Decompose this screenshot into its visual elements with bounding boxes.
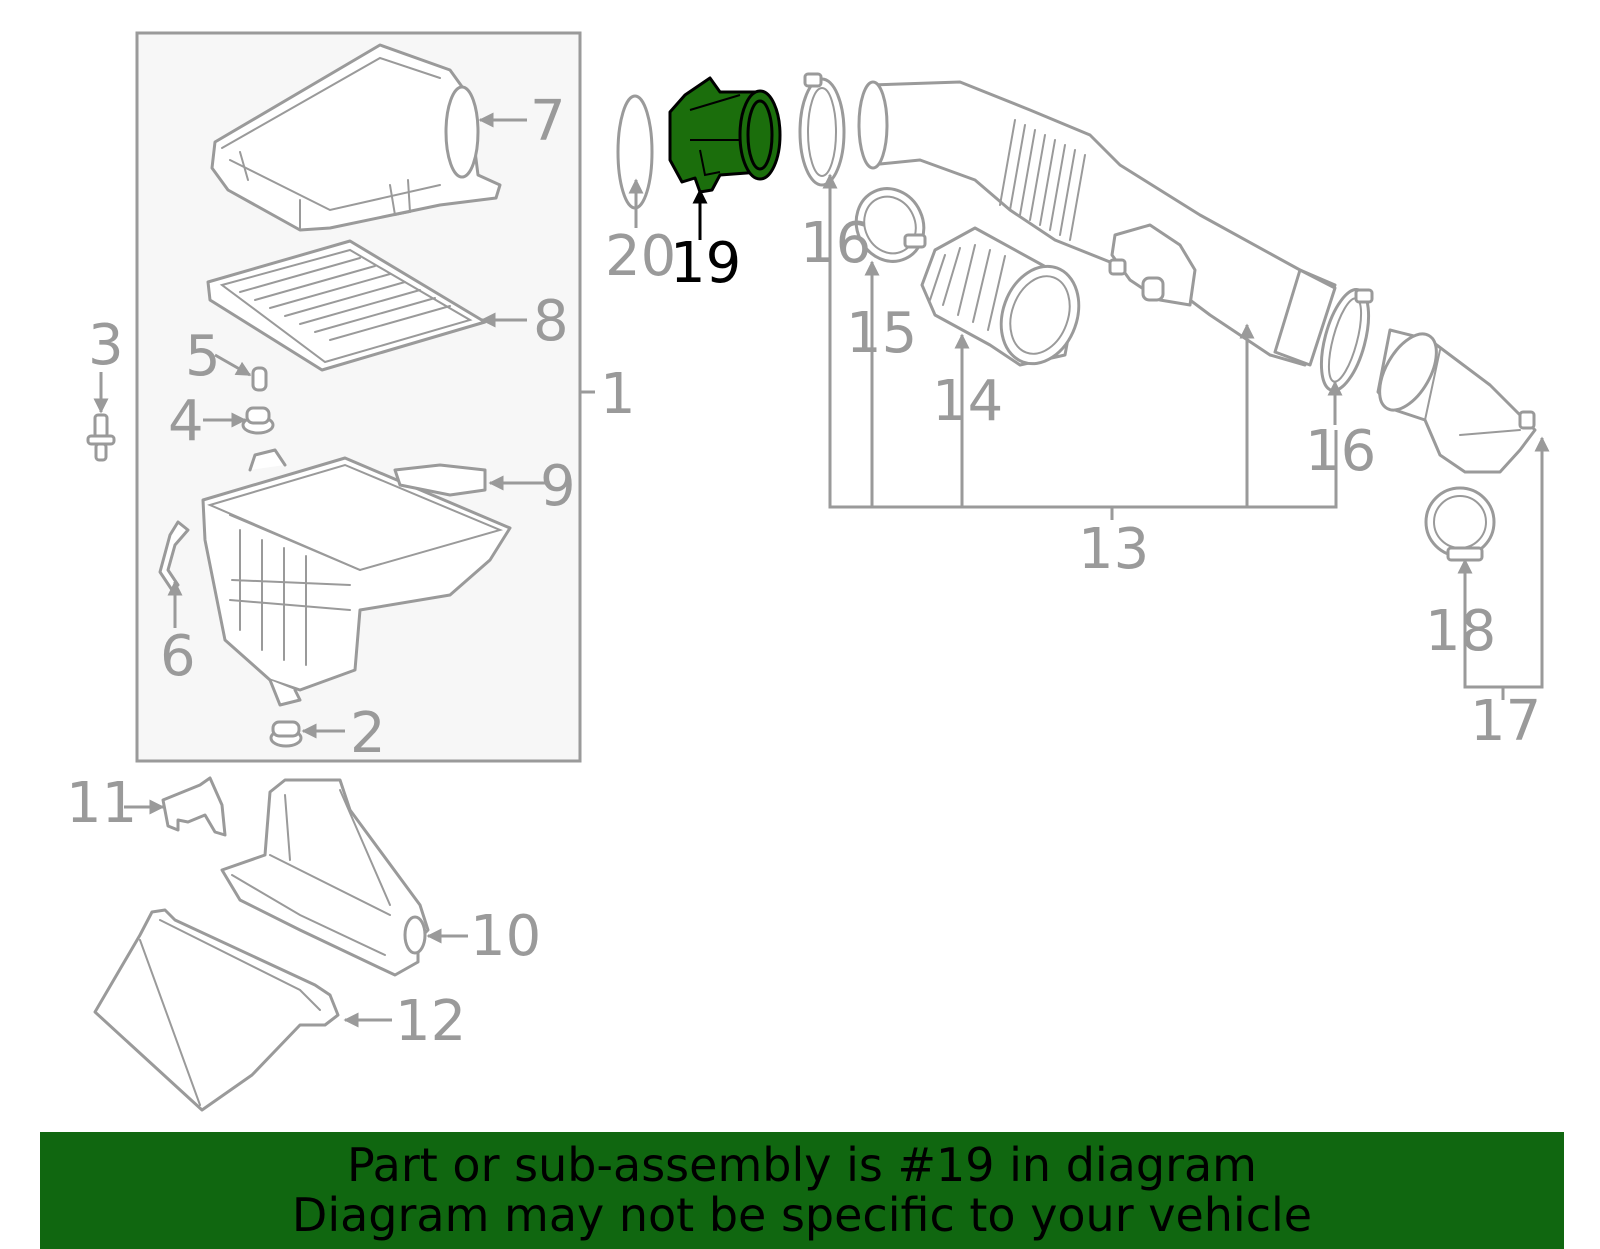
callout-20: 20 bbox=[605, 224, 676, 289]
callout-10: 10 bbox=[470, 904, 541, 969]
callout-6: 6 bbox=[160, 624, 196, 689]
callout-13: 13 bbox=[1078, 517, 1149, 582]
part-16-clamp-lower bbox=[1319, 288, 1374, 392]
part-16-clamp-upper bbox=[798, 72, 846, 187]
callout-1: 1 bbox=[600, 362, 636, 427]
banner-line-2: Diagram may not be specific to your vehi… bbox=[291, 1188, 1313, 1242]
part-8-filter bbox=[206, 239, 487, 372]
part-11-bracket bbox=[161, 776, 227, 837]
part-6-clip bbox=[158, 520, 190, 592]
part-10-intake-duct bbox=[220, 778, 430, 977]
callout-16-lower: 16 bbox=[1305, 419, 1376, 484]
info-banner: Part or sub-assembly is #19 in diagram D… bbox=[40, 1132, 1564, 1249]
callout-8: 8 bbox=[533, 289, 569, 354]
part-4-grommet bbox=[241, 406, 275, 435]
part-13-intake-tube bbox=[857, 80, 1337, 367]
part-9-lower-housing bbox=[201, 448, 512, 707]
part-15-clamp bbox=[854, 187, 927, 263]
callout-11: 11 bbox=[66, 771, 137, 836]
part-3-bolt bbox=[86, 413, 116, 462]
callout-4: 4 bbox=[168, 389, 204, 454]
callout-19: 19 bbox=[670, 231, 741, 296]
part-19-maf-sensor bbox=[668, 76, 782, 194]
callout-18: 18 bbox=[1425, 599, 1496, 664]
banner-line-1: Part or sub-assembly is #19 in diagram bbox=[347, 1138, 1257, 1192]
callout-9: 9 bbox=[540, 454, 576, 519]
part-2-grommet bbox=[269, 720, 303, 748]
callout-7: 7 bbox=[530, 89, 566, 154]
callout-3: 3 bbox=[88, 313, 124, 378]
part-17-elbow bbox=[1376, 328, 1537, 474]
part-12-lower-duct bbox=[93, 908, 340, 1112]
part-5-pin bbox=[251, 366, 268, 392]
callout-15: 15 bbox=[846, 301, 917, 366]
part-18-clamp bbox=[1424, 486, 1496, 562]
callout-17: 17 bbox=[1470, 689, 1541, 754]
callout-5: 5 bbox=[185, 324, 221, 389]
callout-12: 12 bbox=[395, 989, 466, 1054]
part-7-upper-cover bbox=[210, 43, 502, 232]
callout-2: 2 bbox=[350, 701, 386, 766]
callout-16-upper: 16 bbox=[800, 211, 871, 276]
part-14-bellows bbox=[920, 226, 1081, 367]
callout-14: 14 bbox=[932, 369, 1003, 434]
